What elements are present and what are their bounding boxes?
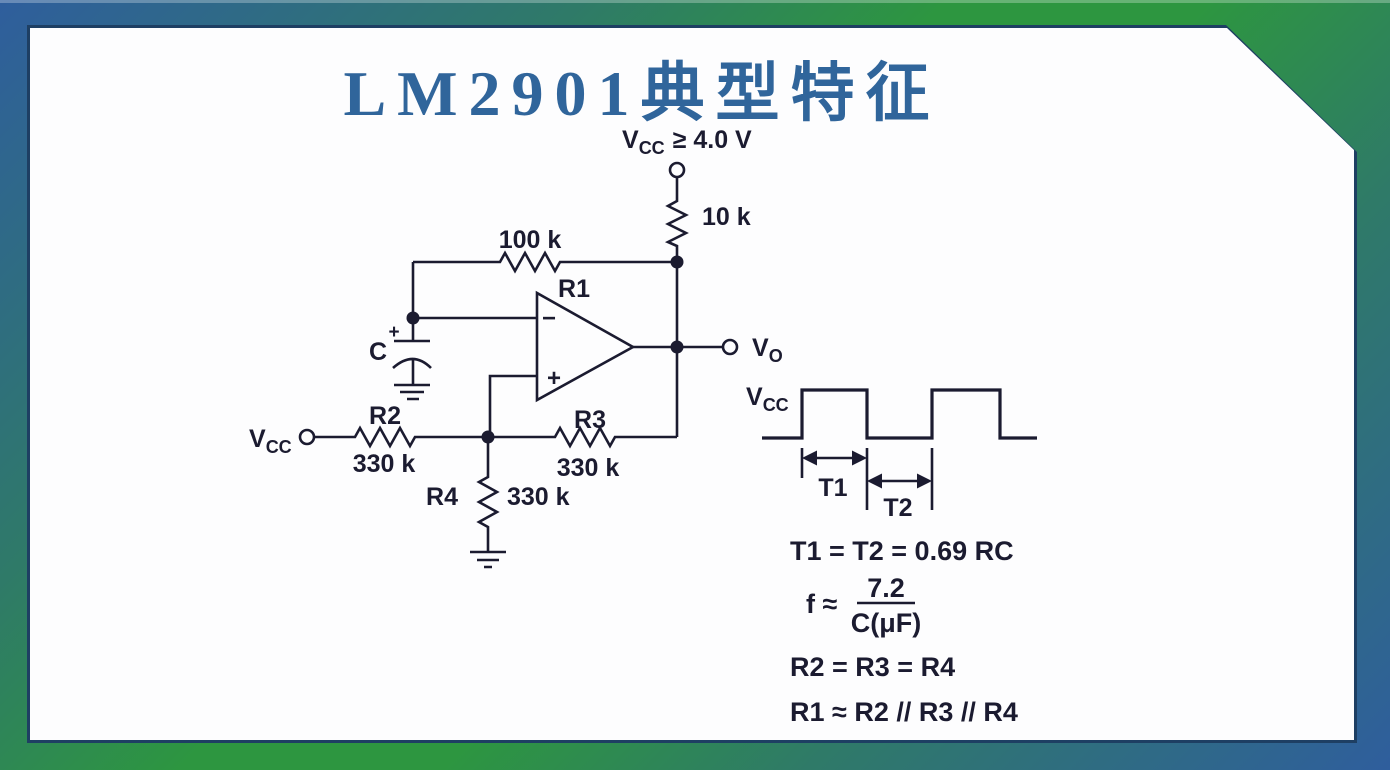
r4-ground-symbol bbox=[470, 550, 506, 569]
t2-arrowhead-left bbox=[867, 473, 882, 489]
formula-r1-parallel: R1 ≈ R2 // R3 // R4 bbox=[790, 697, 1018, 727]
cap-polarity-plus: + bbox=[388, 322, 399, 343]
timing-ticks bbox=[800, 448, 934, 510]
t2-arrowhead-right bbox=[917, 473, 932, 489]
supply-terminal-circle bbox=[668, 161, 686, 179]
resistor-r4-zigzag bbox=[476, 472, 500, 532]
square-wave bbox=[762, 388, 1037, 440]
comparator: − + bbox=[413, 290, 723, 437]
resistor-100k-feedback: 100 k R1 bbox=[411, 226, 677, 318]
t1-arrowhead-right bbox=[852, 450, 867, 466]
cap-ground-symbol bbox=[394, 383, 430, 401]
formula-period: T1 = T2 = 0.69 RC bbox=[790, 536, 1014, 566]
resistor-10k-value: 10 k bbox=[702, 203, 751, 231]
junction-dots bbox=[406, 255, 684, 444]
resistor-r2: R2 330 k bbox=[350, 402, 488, 478]
resistor-r2-name: R2 bbox=[369, 402, 401, 430]
page-title: LM2901典型特征 bbox=[343, 58, 941, 129]
content-panel bbox=[30, 28, 1354, 740]
formula-resistor-equality: R2 = R3 = R4 bbox=[790, 652, 955, 682]
vcc-input-terminal bbox=[298, 428, 316, 446]
frame-top-highlight bbox=[0, 0, 1390, 3]
supply-terminal: VCC≥ 4.0 V bbox=[622, 126, 752, 197]
resistor-r2-zigzag bbox=[350, 425, 420, 449]
waveform: VCC T1 T2 bbox=[746, 383, 1037, 522]
resistor-100k-zigzag bbox=[495, 250, 565, 274]
vo-output: VO bbox=[721, 334, 783, 366]
supply-label: VCC≥ 4.0 V bbox=[622, 126, 752, 158]
vo-label: VO bbox=[752, 334, 783, 366]
t1-arrowhead-left bbox=[802, 450, 817, 466]
resistor-r2-value: 330 k bbox=[353, 450, 416, 478]
resistor-r4-value: 330 k bbox=[507, 483, 570, 511]
resistor-r3-zigzag bbox=[550, 425, 620, 449]
resistor-100k-value: 100 k bbox=[499, 226, 562, 254]
noninverting-input-marker: + bbox=[547, 365, 561, 392]
resistor-r3: R3 330 k bbox=[488, 406, 677, 482]
formulas: T1 = T2 = 0.69 RC f ≈ 7.2 C(μF) R2 = R3 … bbox=[790, 536, 1018, 727]
capacitor-c: C + bbox=[369, 318, 432, 401]
formula-freq-denominator: C(μF) bbox=[851, 608, 922, 638]
waveform-level-label: VCC bbox=[746, 383, 789, 415]
resistor-10k-zigzag bbox=[664, 197, 689, 251]
inverting-input-marker: − bbox=[542, 305, 556, 332]
cap-name: C bbox=[369, 338, 387, 366]
resistor-r3-value: 330 k bbox=[557, 454, 620, 482]
t1-label: T1 bbox=[818, 474, 847, 502]
noninverting-input-wire bbox=[488, 374, 537, 437]
vcc-input: VCC bbox=[249, 425, 350, 457]
resistor-10k: 10 k bbox=[664, 197, 751, 251]
formula-freq-numerator: 7.2 bbox=[867, 573, 905, 603]
resistor-r4-name: R4 bbox=[426, 483, 458, 511]
comparator-triangle bbox=[535, 290, 636, 403]
t2-label: T2 bbox=[883, 494, 912, 522]
vcc-input-label: VCC bbox=[249, 425, 292, 457]
resistor-r3-name: R3 bbox=[574, 406, 606, 434]
formula-freq-lhs: f ≈ bbox=[806, 589, 837, 619]
resistor-r4: R4 330 k bbox=[426, 437, 570, 569]
resistor-r1-name: R1 bbox=[558, 275, 590, 303]
vo-terminal bbox=[721, 338, 739, 356]
